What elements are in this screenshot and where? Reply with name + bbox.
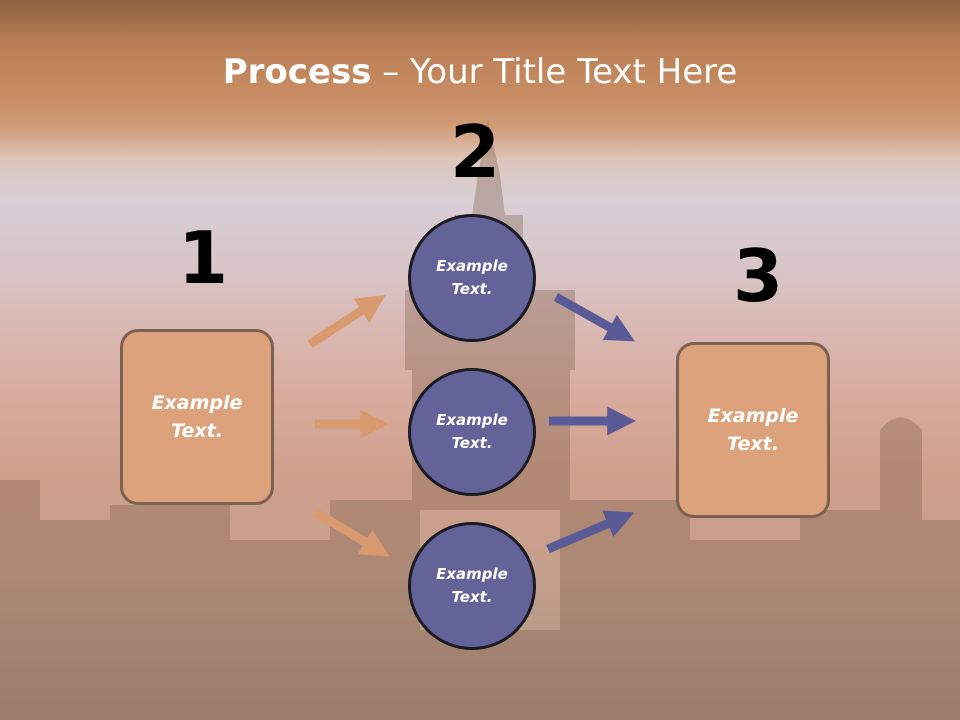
title-rest: – Your Title Text Here [371,52,738,92]
step-2-circle-middle-text: Example Text. [436,410,508,452]
title-bold: Process [222,52,372,92]
step-1-text: Example Text. [151,391,243,443]
step-2-circle-middle: Example Text. [408,368,536,496]
arrow-top-to-3 [553,293,635,342]
step-3-box: Example Text. [676,342,830,518]
step-3-number: 3 [733,234,784,318]
step-2-circle-top-text: Example Text. [436,256,508,298]
step-1-box: Example Text. [120,329,274,505]
step-3-text: Example Text. [707,404,799,456]
slide-title: Process – Your Title Text Here [0,52,960,92]
arrow-bottom-to-3 [546,510,635,554]
step-2-circle-top: Example Text. [408,214,536,342]
step-1-number: 1 [178,216,229,300]
step-2-circle-bottom-text: Example Text. [436,564,508,606]
arrow-1-to-bottom [312,508,390,557]
arrow-1-to-top [307,295,386,348]
step-2-circle-bottom: Example Text. [408,522,536,650]
step-2-number: 2 [450,110,501,194]
